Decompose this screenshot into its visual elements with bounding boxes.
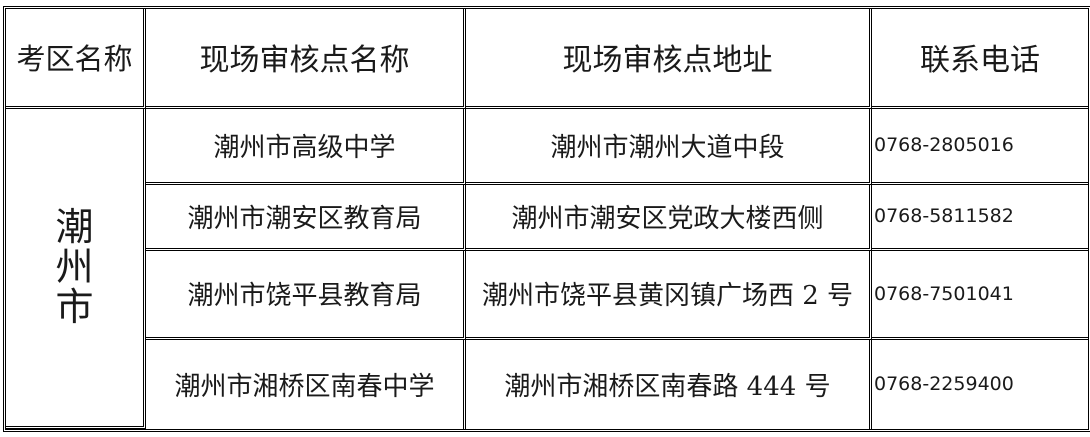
header-site-address: 现场审核点地址 <box>466 9 872 109</box>
table-row: 潮州市潮安区教育局 潮州市潮安区党政大楼西侧 0768-5811582 <box>6 184 1088 252</box>
site-phone: 0768-7501041 <box>872 251 1088 340</box>
table-row: 潮州市 潮州市高级中学 潮州市潮州大道中段 0768-2805016 <box>6 108 1088 429</box>
site-address: 潮州市潮安区党政大楼西侧 <box>466 184 872 252</box>
table-row: 潮州市饶平县教育局 潮州市饶平县黄冈镇广场西 2 号 0768-7501041 <box>6 251 1088 340</box>
site-phone: 0768-2805016 <box>872 109 1088 185</box>
site-address: 潮州市饶平县黄冈镇广场西 2 号 <box>466 251 872 340</box>
table-row: 潮州市湘桥区南春中学 潮州市湘桥区南春路 444 号 0768-2259400 <box>6 339 1088 429</box>
header-area: 考区名称 <box>6 9 146 109</box>
site-phone: 0768-2259400 <box>874 373 1014 396</box>
review-sites-table: 考区名称 现场审核点名称 现场审核点地址 联系电话 潮州市 潮州市高级中学 潮州… <box>3 6 1090 432</box>
site-phone: 0768-5811582 <box>872 185 1088 252</box>
site-name: 潮州市饶平县教育局 <box>146 251 466 340</box>
site-name: 潮州市潮安区教育局 <box>146 184 466 252</box>
site-name: 潮州市湘桥区南春中学 <box>146 339 466 429</box>
site-name: 潮州市高级中学 <box>146 108 466 185</box>
site-address: 潮州市湘桥区南春路 444 号 <box>466 339 872 429</box>
area-name: 潮州市 <box>55 205 94 330</box>
header-site-name: 现场审核点名称 <box>146 9 466 109</box>
header-phone: 联系电话 <box>872 9 1088 109</box>
area-cell: 潮州市 <box>6 108 146 429</box>
site-address: 潮州市潮州大道中段 <box>466 108 872 185</box>
header-row: 考区名称 现场审核点名称 现场审核点地址 联系电话 <box>6 9 1088 109</box>
